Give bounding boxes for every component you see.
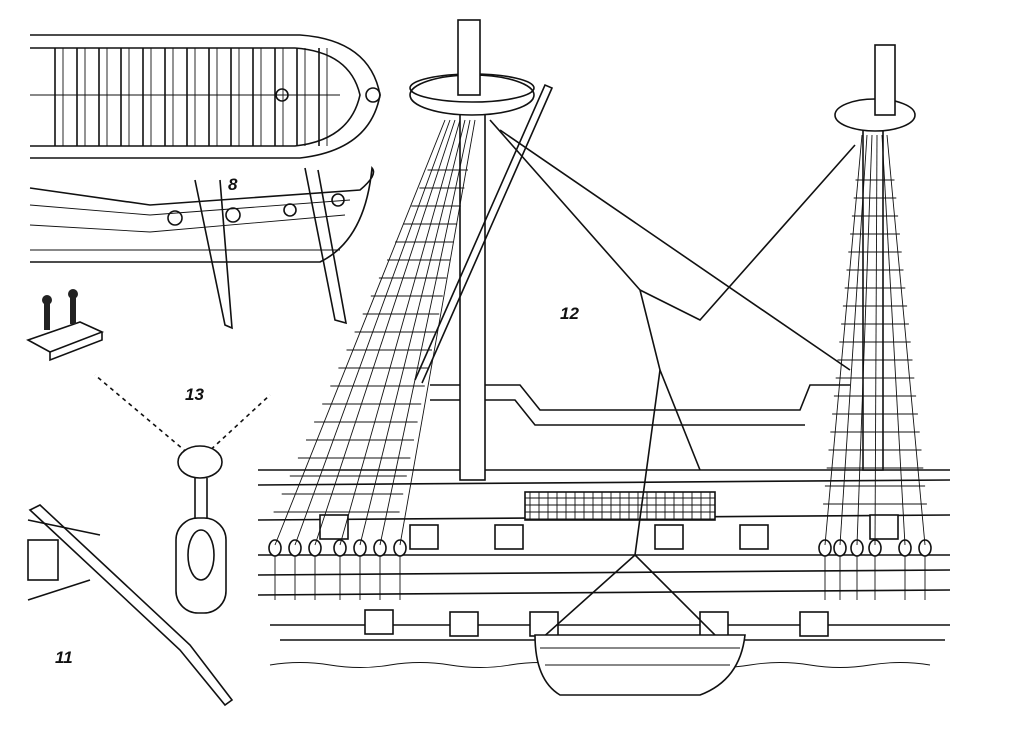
ship-deck [257, 384, 951, 668]
figure-label-12: 12 [560, 304, 579, 323]
figure-label-13: 13 [185, 385, 204, 404]
boat-top-view [30, 34, 381, 159]
main-mast [273, 19, 535, 546]
bollard [26, 289, 105, 362]
fore-mast [823, 44, 927, 546]
lifeboat [534, 634, 746, 696]
boat-side-view [29, 166, 375, 330]
rope-knot-and-block [92, 371, 273, 614]
figure-label-11: 11 [55, 648, 73, 667]
oar-detail [27, 504, 234, 707]
yard-and-tackle [414, 83, 856, 641]
figure-label-8: 8 [228, 175, 238, 194]
